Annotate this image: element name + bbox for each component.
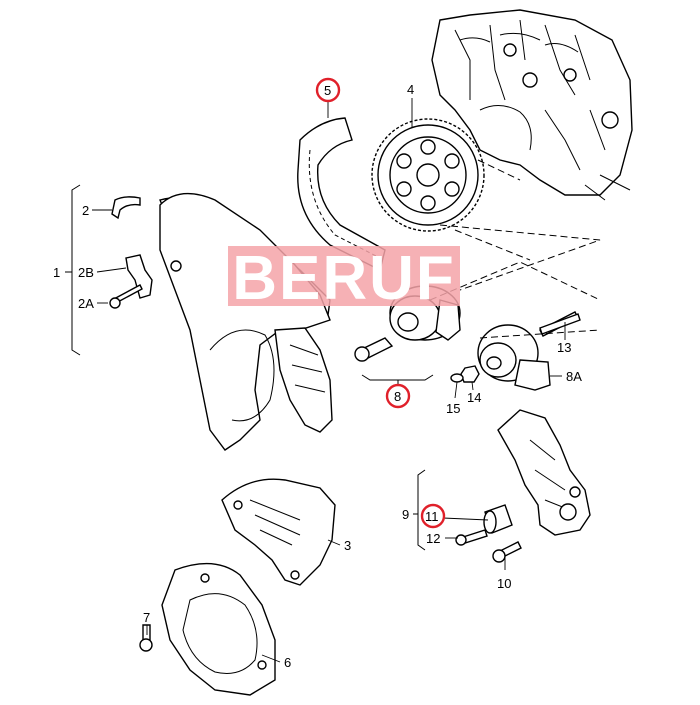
lower-timing-cover — [161, 562, 276, 696]
callout-label-1: 1 — [53, 265, 60, 280]
clip-part-2b — [125, 254, 153, 299]
upper-timing-cover — [159, 192, 333, 451]
callout-label-15: 15 — [446, 401, 460, 416]
bracket-group-1 — [65, 184, 81, 356]
watermark-text: BERUF — [232, 244, 456, 313]
callout-label-8a: 8A — [566, 369, 582, 384]
engine-block — [431, 9, 633, 201]
watermark-background — [228, 246, 460, 306]
nut-part-14 — [460, 365, 480, 383]
callout-label-12: 12 — [426, 531, 440, 546]
watermark: BERUF — [228, 244, 460, 313]
clip-part-2 — [111, 196, 141, 220]
callout-label-2a: 2A — [78, 296, 94, 311]
bolt-part-10 — [492, 541, 522, 563]
bolt-part-2a — [109, 284, 143, 309]
callout-label-8: 8 — [394, 389, 401, 404]
highlight-circle-11 — [420, 503, 446, 529]
bolt-part-12 — [455, 529, 488, 546]
idler-roller-8a — [477, 311, 579, 391]
callout-label-4: 4 — [407, 82, 414, 97]
roller-part-11 — [483, 504, 513, 534]
bolt-part-13 — [539, 313, 581, 335]
highlight-circle-8 — [385, 383, 411, 409]
bolt-part-7 — [139, 624, 153, 652]
callout-label-5: 5 — [324, 83, 331, 98]
leader-lines — [92, 98, 566, 663]
highlight-circle-5 — [315, 77, 341, 103]
callout-label-2: 2 — [82, 203, 89, 218]
callout-label-14: 14 — [467, 390, 481, 405]
camshaft-sprocket — [371, 118, 485, 232]
dashed-guide-lines — [429, 159, 601, 339]
callout-label-3: 3 — [344, 538, 351, 553]
callout-label-2b: 2B — [78, 265, 94, 280]
callout-label-11: 11 — [425, 509, 439, 524]
engine-mount-bracket — [497, 409, 591, 536]
callout-label-9: 9 — [402, 507, 409, 522]
callout-label-10: 10 — [497, 576, 511, 591]
middle-timing-cover — [221, 478, 336, 586]
callout-label-6: 6 — [284, 655, 291, 670]
callout-label-7: 7 — [143, 610, 150, 625]
callout-label-13: 13 — [557, 340, 571, 355]
bracket-group-9 — [413, 469, 426, 551]
washer-part-15 — [450, 373, 464, 383]
